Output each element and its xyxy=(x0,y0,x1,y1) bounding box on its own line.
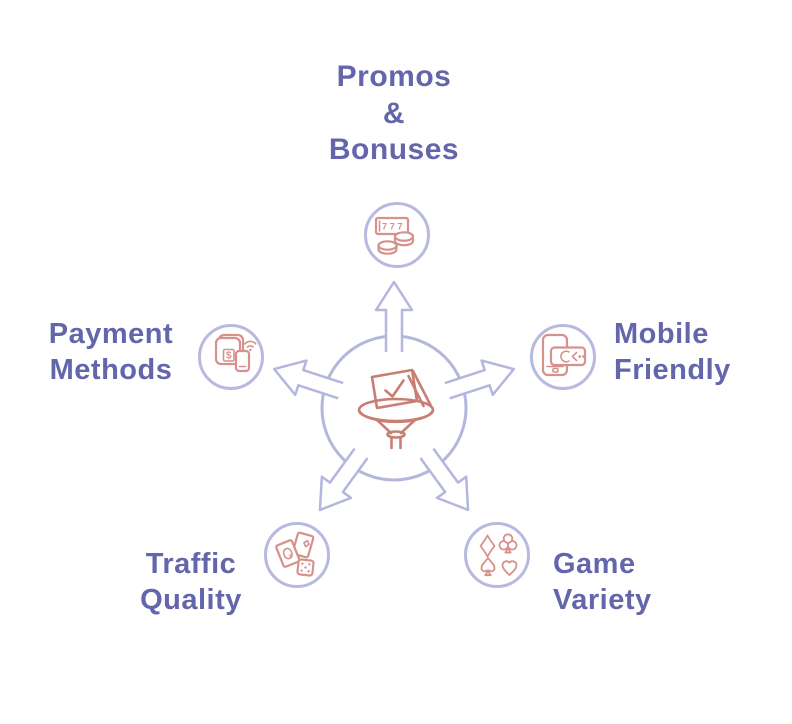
suit-club-icon xyxy=(498,533,518,554)
label-promos-bonuses: Promos & Bonuses xyxy=(254,59,534,169)
label-line: & xyxy=(382,96,406,130)
card-suits-icon xyxy=(479,533,518,577)
label-line: Mobile xyxy=(614,318,709,350)
label-line: Quality xyxy=(140,584,242,616)
die xyxy=(296,558,315,577)
label-line: Variety xyxy=(553,584,652,616)
mobile-phone-icon xyxy=(541,333,587,377)
label-traffic-quality: Traffic Quality xyxy=(91,546,291,618)
slot-reel-text: 777 xyxy=(382,222,405,233)
cards-and-die-icon xyxy=(275,531,315,577)
arrow-upper-right-icon xyxy=(444,359,516,400)
node-ring xyxy=(264,522,330,588)
node-promos-bonuses: 777 xyxy=(364,202,430,268)
label-line: Promos xyxy=(336,60,452,93)
label-line: Payment xyxy=(48,318,174,350)
arrow-up-icon xyxy=(374,280,414,352)
node-ring xyxy=(530,324,596,390)
slot-machine-icon: 777 xyxy=(374,216,415,255)
radiating-arrows xyxy=(272,280,516,512)
label-line: Bonuses xyxy=(328,133,460,166)
suit-heart-icon xyxy=(501,560,518,576)
hub-circle xyxy=(320,334,468,482)
arrow-upper-left-icon xyxy=(272,359,344,400)
node-ring xyxy=(198,324,264,390)
label-line: Methods xyxy=(49,354,173,386)
playing-card-back xyxy=(291,531,315,559)
label-mobile-friendly: Mobile Friendly xyxy=(614,316,784,388)
label-line: Game xyxy=(553,548,636,580)
arrow-lower-left-icon xyxy=(318,447,369,512)
node-mobile-friendly xyxy=(530,324,596,390)
hub xyxy=(272,280,516,512)
suit-diamond-icon xyxy=(479,534,496,558)
arrow-lower-right-icon xyxy=(419,447,470,512)
money-transfer-icon: $ xyxy=(214,333,257,373)
laptop-checkmark-pedestal-icon xyxy=(357,368,435,450)
node-ring xyxy=(364,202,430,268)
node-ring xyxy=(464,522,530,588)
dollar-sign-text: $ xyxy=(226,351,232,362)
label-game-variety: Game Variety xyxy=(553,546,723,618)
node-payment-methods: $ xyxy=(198,324,264,390)
suit-spade-icon xyxy=(480,557,496,577)
label-line: Friendly xyxy=(614,354,731,386)
label-line: Traffic xyxy=(145,548,237,580)
node-traffic-quality xyxy=(264,522,330,588)
label-payment-methods: Payment Methods xyxy=(11,316,211,388)
playing-card-front xyxy=(275,539,301,568)
node-game-variety xyxy=(464,522,530,588)
